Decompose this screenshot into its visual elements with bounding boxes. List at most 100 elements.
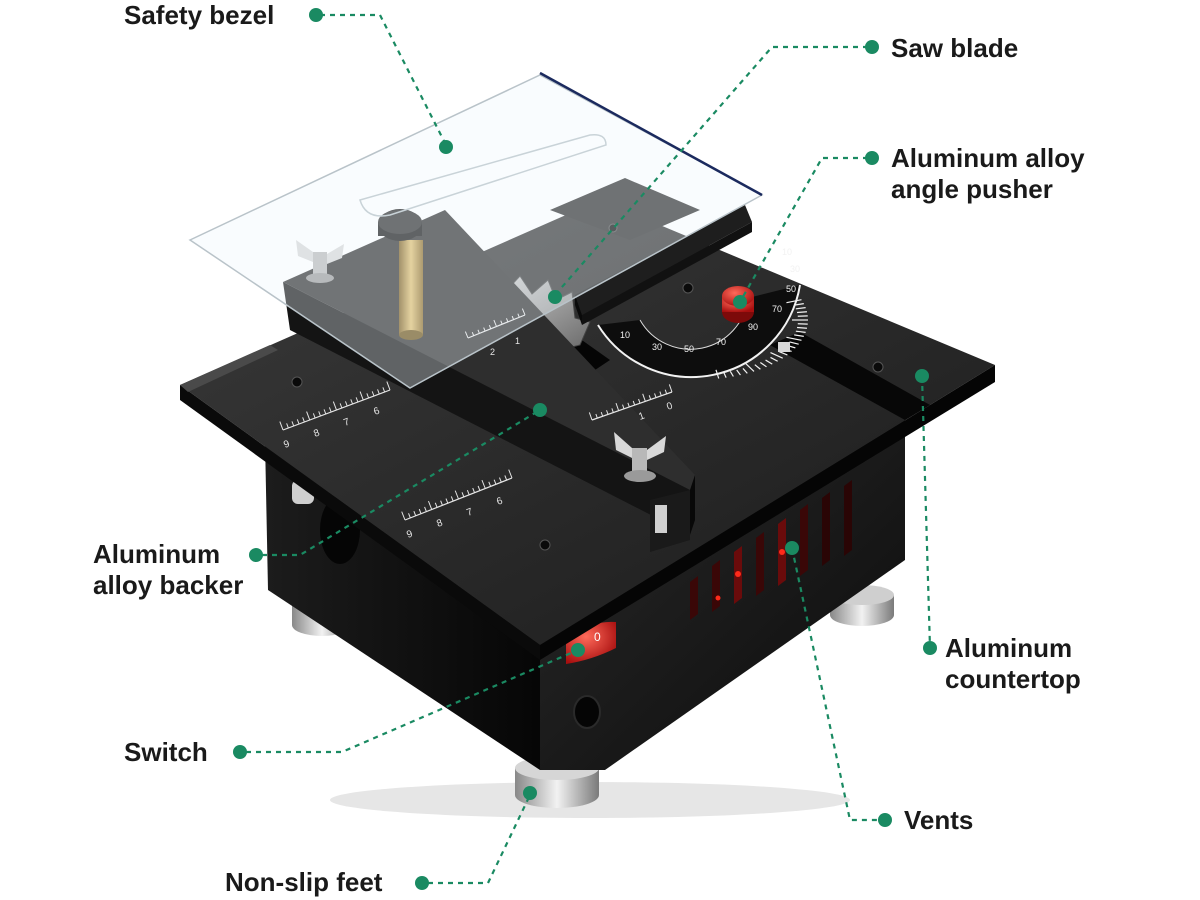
scale-tick bbox=[302, 417, 305, 423]
mini-table-saw: 0 1 bbox=[180, 71, 995, 818]
scale-tick bbox=[615, 402, 620, 411]
scale-a-mark-8: 8 bbox=[312, 427, 321, 439]
protractor-tick bbox=[795, 307, 806, 310]
protractor-tick bbox=[745, 363, 755, 372]
scale-tick bbox=[595, 413, 598, 419]
scale-tick bbox=[286, 423, 289, 429]
scale-tick bbox=[664, 389, 668, 395]
scale-a-mark-7: 7 bbox=[342, 416, 351, 428]
label-vents: Vents bbox=[904, 805, 973, 836]
scale-tick bbox=[445, 498, 449, 504]
bezel-height-knob[interactable] bbox=[378, 209, 423, 340]
vents bbox=[690, 480, 852, 620]
protractor-tick bbox=[715, 369, 720, 379]
protractor-tick bbox=[779, 351, 788, 356]
scale-tick bbox=[279, 421, 284, 431]
scale-tick bbox=[600, 411, 604, 417]
protractor-tick bbox=[795, 330, 806, 333]
scale-tick bbox=[472, 487, 476, 493]
label-saw-blade-text: Saw blade bbox=[891, 33, 1019, 63]
scale-tick bbox=[611, 408, 614, 413]
callout-dot-vents-target bbox=[785, 541, 799, 555]
scale-tick bbox=[488, 481, 492, 487]
protractor-tick bbox=[770, 351, 783, 359]
scale-tick bbox=[350, 399, 354, 405]
scale-tick bbox=[427, 500, 433, 510]
scale-tick bbox=[627, 402, 630, 408]
label-angle-pusher: Aluminum alloy angle pusher bbox=[891, 143, 1085, 205]
pusher-clip bbox=[778, 342, 790, 352]
protractor-tick bbox=[786, 336, 802, 341]
label-safety-bezel-text: Safety bezel bbox=[124, 0, 275, 30]
protractor-mark-6: 70 bbox=[772, 304, 782, 314]
scale-b-mark-7: 7 bbox=[465, 506, 474, 518]
protractor-tick bbox=[789, 341, 799, 345]
scale-tick bbox=[511, 315, 515, 320]
label-non-slip-feet-text: Non-slip feet bbox=[225, 867, 383, 897]
protractor-tick bbox=[723, 372, 727, 378]
scale-tick bbox=[344, 401, 348, 407]
scale-tick bbox=[450, 496, 454, 502]
scale-a-mark-6: 6 bbox=[372, 405, 381, 417]
label-angle-pusher-line1: Aluminum alloy bbox=[891, 143, 1085, 173]
scale-table-front: 9 8 7 6 bbox=[401, 469, 513, 541]
protractor-mark-8: 30 bbox=[790, 264, 800, 274]
callout-dot-bezel-target bbox=[439, 140, 453, 154]
label-angle-pusher-line2: angle pusher bbox=[891, 174, 1053, 204]
label-safety-bezel: Safety bezel bbox=[124, 0, 274, 31]
scale-table-right: 1 0 bbox=[588, 384, 675, 423]
scale-b-mark-9: 9 bbox=[405, 528, 414, 540]
label-vents-text: Vents bbox=[904, 805, 974, 835]
safety-bezel[interactable] bbox=[188, 71, 764, 389]
scale-d-mark-1: 1 bbox=[515, 336, 520, 346]
switch-mark: 0 bbox=[594, 630, 601, 644]
scale-tick bbox=[355, 397, 359, 403]
protractor-tick bbox=[770, 356, 778, 362]
scale-d-mark-2: 2 bbox=[490, 347, 495, 357]
scale-tick bbox=[418, 508, 422, 514]
callout-dot-countertop-label bbox=[923, 641, 937, 655]
label-backer: Aluminum alloy backer bbox=[93, 539, 243, 601]
scale-a-mark-9: 9 bbox=[282, 438, 291, 450]
protractor-mark-7: 50 bbox=[786, 284, 796, 294]
scale-tick bbox=[296, 419, 300, 425]
scale-tick bbox=[466, 490, 470, 495]
wing-nut-rear[interactable] bbox=[296, 240, 344, 283]
label-switch-text: Switch bbox=[124, 737, 208, 767]
label-backer-line2: alloy backer bbox=[93, 570, 244, 600]
scale-tick bbox=[622, 404, 625, 409]
scale-tick bbox=[461, 492, 465, 498]
scale-tick bbox=[521, 308, 526, 316]
scale-tick bbox=[306, 411, 311, 421]
scale-tick bbox=[505, 318, 509, 323]
miter-slot bbox=[770, 332, 930, 420]
scale-tick bbox=[659, 391, 662, 396]
scale-tick bbox=[493, 479, 497, 485]
protractor-tick bbox=[736, 369, 741, 376]
callout-dot-blade-target bbox=[548, 290, 562, 304]
scale-tick bbox=[668, 384, 673, 393]
protractor-tick bbox=[794, 303, 804, 306]
wing-nut-front[interactable] bbox=[614, 432, 666, 482]
scale-tick bbox=[488, 325, 492, 329]
callout-dot-pusher-target bbox=[733, 295, 747, 309]
label-countertop: Aluminum countertop bbox=[945, 633, 1081, 695]
screws bbox=[291, 223, 884, 551]
scale-tick bbox=[339, 403, 343, 409]
label-saw-blade: Saw blade bbox=[891, 33, 1018, 64]
scale-c-mark-1: 1 bbox=[637, 410, 646, 422]
scale-tick bbox=[323, 409, 327, 415]
scale-tick bbox=[481, 479, 486, 489]
scale-tick bbox=[454, 490, 459, 500]
protractor-mark-9: 10 bbox=[782, 247, 792, 257]
power-jack bbox=[573, 695, 601, 729]
label-backer-line1: Aluminum bbox=[93, 539, 221, 569]
scale-tick bbox=[504, 475, 508, 481]
scale-tick bbox=[377, 389, 380, 395]
scale-tick bbox=[366, 393, 370, 399]
rear-plate bbox=[550, 178, 700, 240]
protractor-tick bbox=[794, 334, 804, 337]
scale-tick bbox=[382, 387, 386, 393]
scale-tick bbox=[332, 401, 337, 411]
